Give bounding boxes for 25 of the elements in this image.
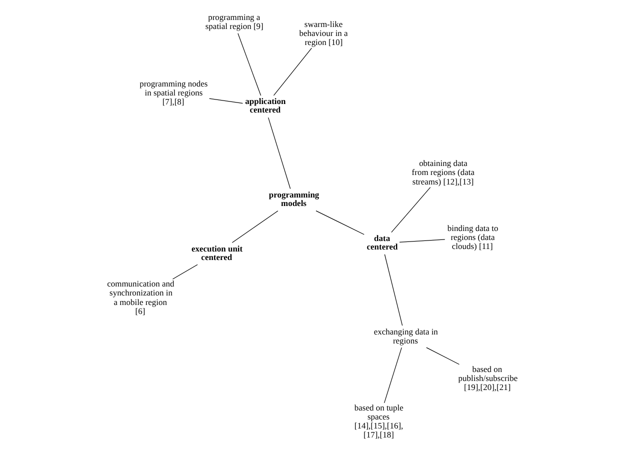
node-text: programming models (268, 189, 319, 208)
node-text: programming a spatial region [9] (204, 12, 263, 31)
node-text: application centered (244, 96, 286, 114)
connector (272, 47, 312, 96)
connector (384, 346, 402, 403)
connector (315, 210, 364, 234)
connector (172, 264, 198, 279)
node-text: exchanging data in regions (373, 326, 438, 345)
node-text: programming nodes in spatial regions [7],[8] (139, 78, 208, 106)
node-text: execution unit centered (190, 242, 242, 262)
connector (237, 32, 261, 96)
connector (426, 346, 460, 364)
node-text: data centered (366, 232, 398, 251)
node-text: obtaining data from regions (data streams) [12],[13] (411, 158, 474, 186)
connector (208, 98, 242, 104)
node-text: swarm-like behaviour in a region [10] (298, 18, 348, 46)
connector (390, 186, 430, 232)
node-text: binding data to regions (data clouds) [11] (446, 222, 498, 251)
connector (398, 238, 445, 242)
node-text: based on tuple spaces [14],[15],[16], [17],[18] (354, 402, 403, 440)
connector (231, 210, 278, 242)
connector (384, 254, 402, 326)
connector (268, 116, 290, 189)
node-text: based on publish/subscribe [19],[20],[21] (458, 363, 518, 392)
node-text: communication and synchronization in a mobile region [6] (106, 278, 174, 316)
